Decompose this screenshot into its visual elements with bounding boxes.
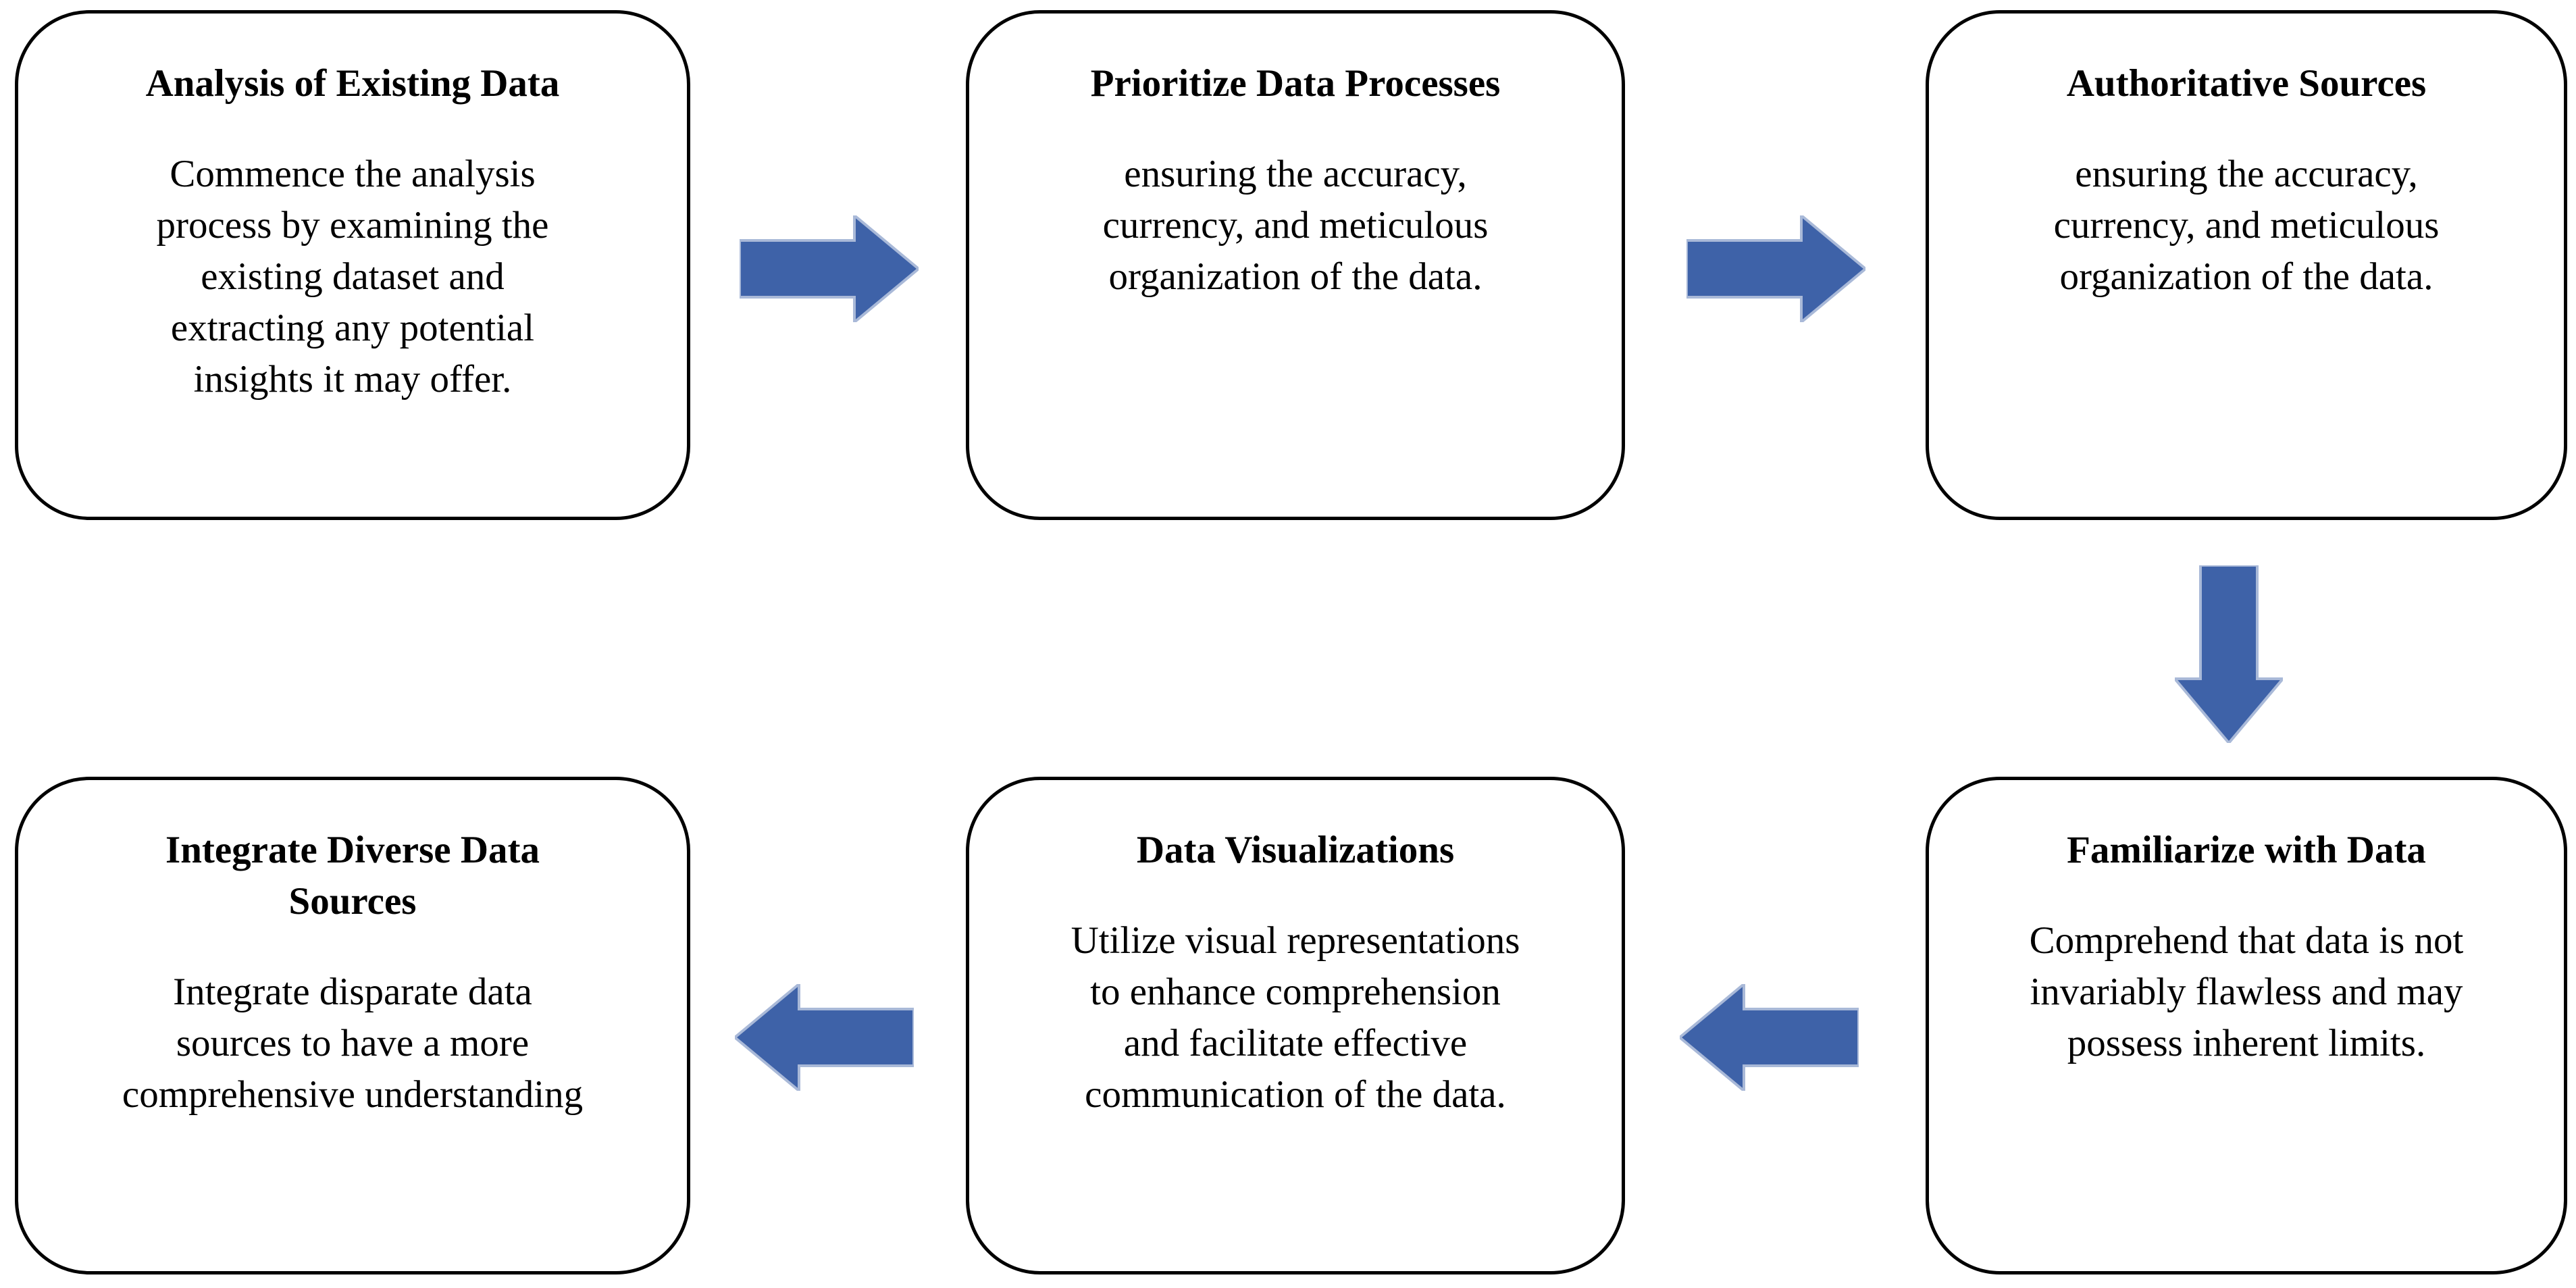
box-body-data-visualizations: Utilize visual representations to enhanc… xyxy=(1071,919,1520,1116)
box-title-prioritize-data-processes: Prioritize Data Processes xyxy=(1090,62,1501,105)
arrow-left-icon xyxy=(1680,984,1859,1091)
box-title-authoritative-sources: Authoritative Sources xyxy=(2066,62,2427,105)
flow-box-analysis-of-existing-data: Analysis of Existing Data Commence the a… xyxy=(15,10,690,520)
arrow-left-shape xyxy=(735,984,914,1091)
box-title-integrate-diverse-data-sources: Integrate Diverse Data Sources xyxy=(165,829,540,923)
box-body-prioritize-data-processes: ensuring the accuracy, currency, and met… xyxy=(1102,153,1489,298)
arrow-down-icon xyxy=(2175,565,2283,743)
arrow-down-shape xyxy=(2175,565,2283,743)
arrow-right-icon xyxy=(740,215,919,322)
box-body-familiarize-with-data: Comprehend that data is not invariably f… xyxy=(2029,919,2464,1064)
arrow-right-icon xyxy=(1686,215,1865,322)
flow-box-data-visualizations: Data Visualizations Utilize visual repre… xyxy=(966,777,1625,1274)
arrow-right-shape xyxy=(1686,215,1865,322)
box-body-authoritative-sources: ensuring the accuracy, currency, and met… xyxy=(2053,153,2440,298)
arrow-left-shape xyxy=(1680,984,1859,1091)
box-title-familiarize-with-data: Familiarize with Data xyxy=(2067,829,2426,871)
box-body-integrate-diverse-data-sources: Integrate disparate data sources to have… xyxy=(122,971,584,1116)
arrow-left-icon xyxy=(735,984,914,1091)
flow-box-integrate-diverse-data-sources: Integrate Diverse Data Sources Integrate… xyxy=(15,777,690,1274)
box-title-data-visualizations: Data Visualizations xyxy=(1136,829,1455,871)
flow-box-familiarize-with-data: Familiarize with Data Comprehend that da… xyxy=(1926,777,2567,1274)
flow-box-prioritize-data-processes: Prioritize Data Processes ensuring the a… xyxy=(966,10,1625,520)
box-title-analysis-of-existing-data: Analysis of Existing Data xyxy=(145,62,560,105)
flow-box-authoritative-sources: Authoritative Sources ensuring the accur… xyxy=(1926,10,2567,520)
arrow-right-shape xyxy=(740,215,919,322)
box-body-analysis-of-existing-data: Commence the analysis process by examini… xyxy=(156,153,549,401)
